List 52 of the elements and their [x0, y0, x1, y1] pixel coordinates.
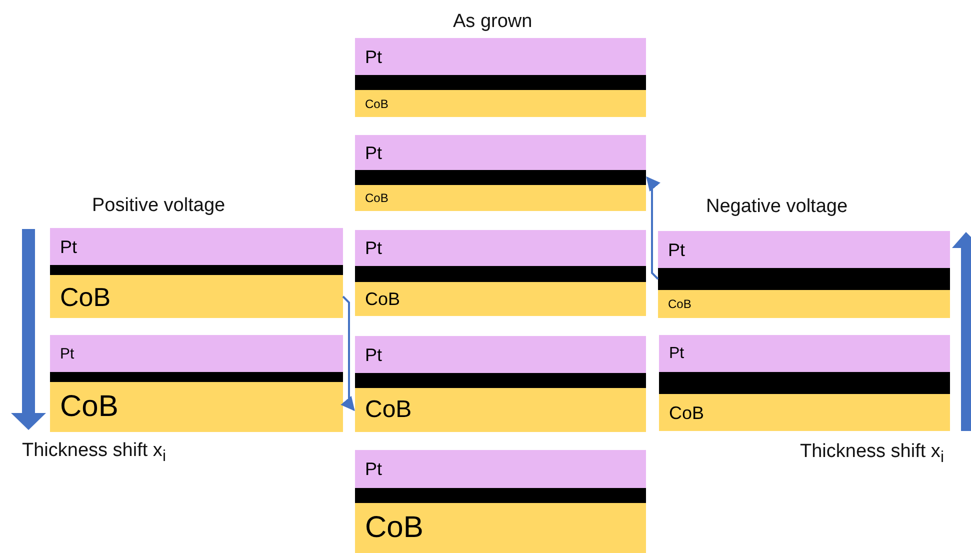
- arrow: [646, 176, 660, 280]
- layer-label: Pt: [60, 238, 78, 256]
- layer-label: Pt: [365, 239, 382, 257]
- layer-label: Pt: [60, 346, 74, 361]
- cobalt-boron-layer: [355, 90, 646, 117]
- heading: As grown: [453, 12, 532, 33]
- layer-label: CoB: [365, 290, 400, 308]
- cobalt-boron-layer: [658, 290, 950, 318]
- axis-caption: Thickness shift x$_{i}$: [800, 442, 944, 466]
- cobalt-boron-layer: [659, 394, 950, 431]
- platinum-layer: [355, 230, 646, 266]
- layer-label: CoB: [60, 392, 118, 422]
- cobalt-boron-layer: [355, 282, 646, 316]
- arrow: [340, 296, 355, 412]
- axis-caption: Thickness shift x$_{i}$: [22, 441, 166, 466]
- cobalt-boron-layer: [355, 185, 646, 211]
- cobalt-boron-layer: [50, 382, 343, 432]
- layer-label: Pt: [669, 346, 684, 362]
- layer-label: Pt: [365, 346, 382, 364]
- layer-label: Pt: [365, 460, 382, 478]
- platinum-layer: [355, 38, 646, 75]
- cobalt-boron-layer: [355, 503, 646, 553]
- oxide-layer: [50, 372, 343, 382]
- layer-label: CoB: [365, 398, 412, 422]
- oxide-layer: [355, 75, 646, 90]
- layer-label: Pt: [668, 240, 686, 258]
- oxide-layer: [355, 373, 646, 388]
- heading: Negative voltage: [706, 197, 848, 218]
- oxide-layer: [355, 170, 646, 185]
- layer-label: Pt: [365, 48, 382, 66]
- cobalt-boron-layer: [355, 388, 646, 432]
- oxide-layer: [658, 268, 950, 290]
- oxide-layer: [355, 266, 646, 282]
- layer-label: CoB: [365, 513, 424, 543]
- oxide-layer: [659, 372, 950, 394]
- layer-label: CoB: [365, 98, 388, 110]
- platinum-layer: [659, 335, 950, 372]
- platinum-layer: [50, 228, 343, 265]
- cobalt-boron-layer: [50, 275, 343, 318]
- platinum-layer: [50, 335, 343, 372]
- layer-label: Pt: [365, 144, 382, 162]
- platinum-layer: [355, 450, 646, 488]
- oxide-layer: [355, 488, 646, 503]
- layer-label: CoB: [60, 284, 111, 310]
- oxide-layer: [50, 265, 343, 275]
- platinum-layer: [355, 336, 646, 373]
- platinum-layer: [658, 231, 950, 268]
- layer-label: CoB: [669, 404, 704, 422]
- layer-label: CoB: [365, 192, 388, 204]
- heading: Positive voltage: [92, 196, 226, 217]
- platinum-layer: [355, 135, 646, 170]
- layer-label: CoB: [668, 298, 692, 310]
